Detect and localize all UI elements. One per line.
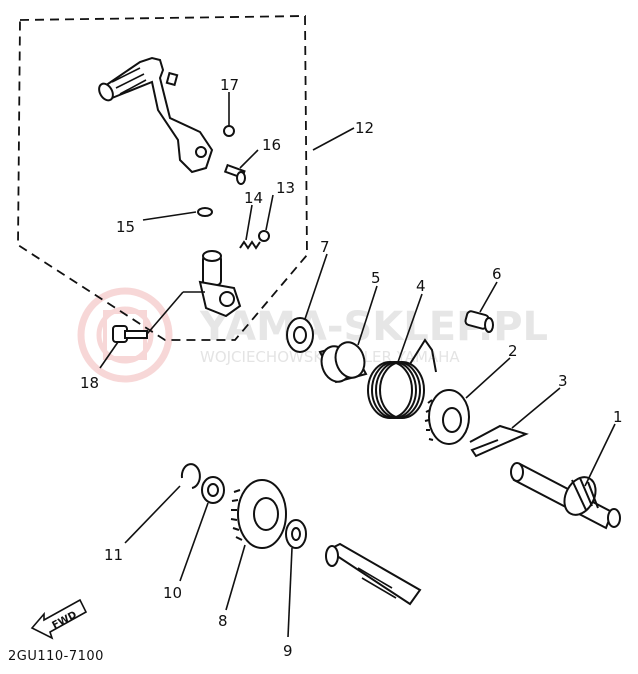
- callout-1: 1: [613, 408, 623, 426]
- kick-boss: [198, 250, 242, 318]
- callout-3: 3: [558, 372, 568, 390]
- part-11-circlip: [180, 463, 201, 489]
- callout-14: 14: [244, 189, 263, 207]
- part-5-bushing: [318, 341, 368, 384]
- callout-7: 7: [320, 238, 330, 256]
- callout-17: 17: [220, 76, 239, 94]
- diagram-code: 2GU110-7100: [8, 649, 104, 664]
- callout-13: 13: [276, 179, 295, 197]
- kick-pedal-arm: [98, 56, 214, 174]
- callout-9: 9: [283, 642, 293, 660]
- callout-18: 18: [80, 374, 99, 392]
- callout-11: 11: [104, 546, 123, 564]
- part-18-bolt: [112, 291, 205, 343]
- callout-10: 10: [163, 584, 182, 602]
- callout-2: 2: [508, 342, 518, 360]
- part-17-nut: [223, 125, 235, 137]
- part-3-clip: [469, 424, 529, 458]
- kick-pedal-group-outline: [17, 15, 308, 341]
- leader-lines: [99, 92, 616, 638]
- callout-4: 4: [416, 277, 426, 295]
- part-15-clip: [197, 207, 213, 217]
- callout-8: 8: [218, 612, 228, 630]
- part-1-shaft: [510, 462, 621, 530]
- watermark: YAMA-SKLEP.PL WOJCIECHOWSKI DEALER YAMAH…: [77, 287, 548, 383]
- shaft-stub: [325, 542, 422, 606]
- part-2-ratchet: [424, 389, 470, 445]
- part-7-collar: [286, 317, 314, 353]
- callouts: 17 16 12 13 14 15 7 5 4 6 2 3 1 11 10 8 …: [80, 76, 623, 660]
- watermark-brand: YAMA-SKLEP.PL: [199, 304, 548, 350]
- part-8-gear: [230, 479, 287, 549]
- callout-6: 6: [492, 265, 502, 283]
- part-14-spring: [239, 240, 261, 250]
- part-6-cap: [464, 310, 494, 333]
- callout-16: 16: [262, 136, 281, 154]
- callout-5: 5: [371, 269, 381, 287]
- fwd-arrow-icon: FWD: [30, 598, 88, 640]
- part-10-washer: [201, 476, 225, 504]
- part-13-ball: [258, 230, 270, 242]
- part-9-washer: [285, 519, 307, 549]
- callout-12: 12: [355, 119, 374, 137]
- callout-15: 15: [116, 218, 135, 236]
- part-16-bolt: [223, 163, 246, 185]
